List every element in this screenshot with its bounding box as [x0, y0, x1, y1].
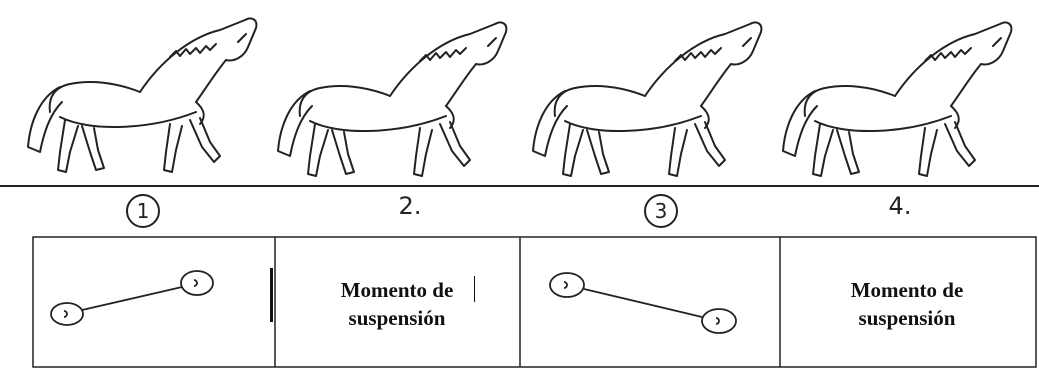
footfall-diagram-3 — [549, 272, 737, 334]
step-label-2: 2. — [398, 192, 422, 220]
cell-2-line2: suspensión — [348, 306, 446, 330]
cell-2-line1: Momento de — [340, 278, 454, 302]
text-caret — [474, 276, 475, 302]
horse-phase-1 — [27, 17, 258, 173]
cell-4-line1: Momento de — [850, 278, 964, 302]
horse-phase-4 — [782, 21, 1013, 177]
footfall-diagram-1 — [50, 270, 214, 326]
gait-table — [32, 236, 1037, 368]
cell-4-text: Momento de suspensión — [807, 276, 1007, 332]
cell-2-text: Momento de suspensión — [297, 276, 497, 332]
cell-4-line2: suspensión — [858, 306, 956, 330]
horse-phase-3 — [532, 21, 763, 177]
step-label-4: 4. — [888, 192, 912, 220]
step-label-1: 1 — [126, 194, 160, 228]
vertical-mark — [270, 268, 273, 322]
step-label-3: 3 — [644, 194, 678, 228]
horse-phase-2 — [277, 21, 508, 177]
